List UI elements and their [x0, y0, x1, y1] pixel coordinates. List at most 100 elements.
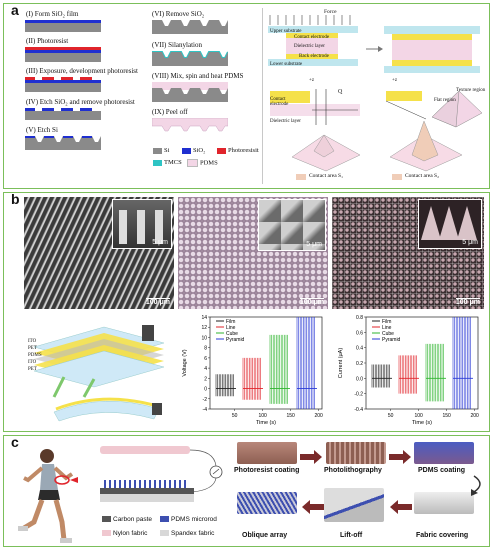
lower-substrate-label: Lower substrate: [270, 62, 303, 67]
y-tick-label: 4: [204, 366, 207, 372]
legend-tmcs: TMCS: [153, 159, 182, 166]
device-label-pdms: PDMS: [28, 353, 42, 358]
legend-label: Cube: [226, 331, 238, 337]
step-9-diagram: [152, 118, 228, 132]
device-label-pet-top: PET: [28, 346, 37, 351]
flow-step-3-graphic: [414, 442, 474, 464]
step-4-label: (IV) Etch SiO₂ and remove photoresist: [26, 98, 135, 106]
y-axis-label: Voltage (V): [182, 349, 188, 376]
panel-c-label: c: [11, 434, 19, 450]
legend-sio2: SiO₂: [182, 147, 205, 154]
sem-cube-array: 5 μm 100 μm: [178, 197, 328, 309]
legend-nylon: Nylon fabric: [102, 530, 147, 537]
y-tick-label: 8: [204, 346, 207, 352]
contact-area-1-label: Contact area S₁: [309, 173, 343, 179]
y-tick-label: 0.6: [356, 330, 363, 336]
panel-b: b 5 μm 100 μm 5 μm 100 μm 5 μm 100 μm: [3, 191, 490, 432]
sem-cube-inset-scale: 5 μm: [306, 241, 322, 248]
step-2-si: [25, 53, 101, 62]
legend-label: Line: [382, 325, 392, 331]
panel-a-divider: [262, 8, 263, 184]
step-3-label: (III) Exposure, development photoresist: [26, 67, 138, 75]
step-8-diagram: [152, 82, 228, 102]
force-label: Force: [324, 9, 337, 15]
y-tick-label: -0.2: [354, 392, 363, 398]
y-tick-label: 0.2: [356, 361, 363, 367]
dielectric-short-label: Dielectric layer: [270, 119, 301, 124]
step-6-label: (VI) Remove SiO₂: [152, 10, 205, 18]
sem-pyramid-inset: 5 μm: [418, 199, 482, 249]
x-tick-label: 200: [314, 413, 323, 419]
x-tick-label: 50: [232, 413, 238, 419]
contact-electrode-label: Contact electrode: [294, 35, 330, 40]
step-7-diagram: [152, 51, 228, 66]
device-label-pet-bottom: PET: [28, 367, 37, 372]
panel-a: a (I) Form SiO₂ film (II) Photoresist (I…: [3, 2, 490, 189]
flow-step-4-label: Fabric covering: [416, 532, 469, 539]
y-tick-label: -0.4: [354, 407, 363, 413]
flow-step-5-graphic: [324, 488, 384, 522]
sem-pyramid-inset-scale: 5 μm: [462, 239, 478, 246]
step-6-diagram: [152, 20, 228, 34]
flow-step-2-label: Photolithography: [324, 467, 382, 474]
legend-pdms: PDMS: [187, 159, 218, 167]
panel-c: c Carbon paste PDMS microrod Nylon fabri…: [3, 434, 490, 547]
x-tick-label: 200: [470, 413, 479, 419]
panel-a-label: a: [11, 2, 19, 18]
x-tick-label: 100: [258, 413, 267, 419]
legend-photoresist: Photoresisit: [217, 147, 259, 154]
sem-line-inset: 5 μm: [112, 199, 172, 249]
x-tick-label: 100: [414, 413, 423, 419]
tribo-schematic: [268, 15, 483, 180]
sem-pyramid-scale: 100 μm: [455, 298, 480, 306]
runner-figure: [18, 449, 78, 543]
upper-substrate-label: Upper substrate: [270, 29, 302, 34]
back-electrode-label: Back electrode: [299, 54, 329, 59]
step-1-sio2: [25, 20, 101, 23]
flow-step-3-label: PDMS coating: [418, 467, 466, 474]
y-tick-label: 10: [201, 335, 207, 341]
step-7-label: (VII) Silanylation: [152, 41, 202, 49]
contact-short-label: Contact electrode: [270, 97, 289, 107]
flow-step-5-label: Lift-off: [340, 532, 363, 539]
flow-step-1-graphic: [237, 442, 297, 464]
y-axis-label: Current (μA): [338, 348, 344, 379]
panel-b-label: b: [11, 191, 20, 207]
legend-label: Line: [226, 325, 236, 331]
legend-si: Si: [153, 147, 169, 154]
y-tick-label: 14: [201, 315, 207, 321]
y-tick-label: 0.4: [356, 346, 363, 352]
plot-frame: [209, 316, 323, 410]
texture-region-label: Texture region: [456, 88, 486, 93]
x-tick-label: 50: [388, 413, 394, 419]
step-2-label: (II) Photoresist: [26, 37, 69, 45]
step-3-diagram: [25, 77, 101, 92]
legend-spandex: Spandex fabric: [160, 530, 214, 537]
x-tick-label: 150: [442, 413, 451, 419]
legend-label: Film: [226, 319, 235, 325]
q-label: Q: [338, 89, 343, 95]
dielectric-layer-label: Dielectric layer: [294, 44, 325, 49]
pyramid-inset-shapes: [421, 206, 477, 240]
y-tick-label: 0.0: [356, 376, 363, 382]
flow-step-6-label: Oblique array: [242, 532, 288, 539]
y-tick-label: 12: [201, 325, 207, 331]
step-1-label: (I) Form SiO₂ film: [26, 10, 79, 18]
y-tick-label: 0: [204, 387, 207, 393]
flow-step-6-graphic: [237, 492, 297, 514]
flow-step-4-graphic: [414, 492, 474, 514]
step-8-label: (VIII) Mix, spin and heat PDMS: [152, 72, 244, 80]
teng-device: [33, 325, 165, 422]
x-tick-label: 150: [286, 413, 295, 419]
sem-pyramid-array: 5 μm 100 μm: [332, 197, 484, 309]
sem-line-array: 5 μm 100 μm: [24, 197, 174, 309]
flow-step-1-label: Photoresist coating: [234, 467, 300, 474]
legend-label: Pyramid: [226, 337, 245, 343]
x-axis-label: Time (s): [256, 420, 276, 426]
sem-cube-scale: 100 μm: [299, 298, 324, 306]
flat-region-label: Flat region: [434, 98, 456, 103]
device-label-ito-bottom: ITO: [28, 360, 37, 365]
y-tick-label: 2: [204, 376, 207, 382]
contact-area-2-label: Contact area S₂: [405, 173, 439, 179]
